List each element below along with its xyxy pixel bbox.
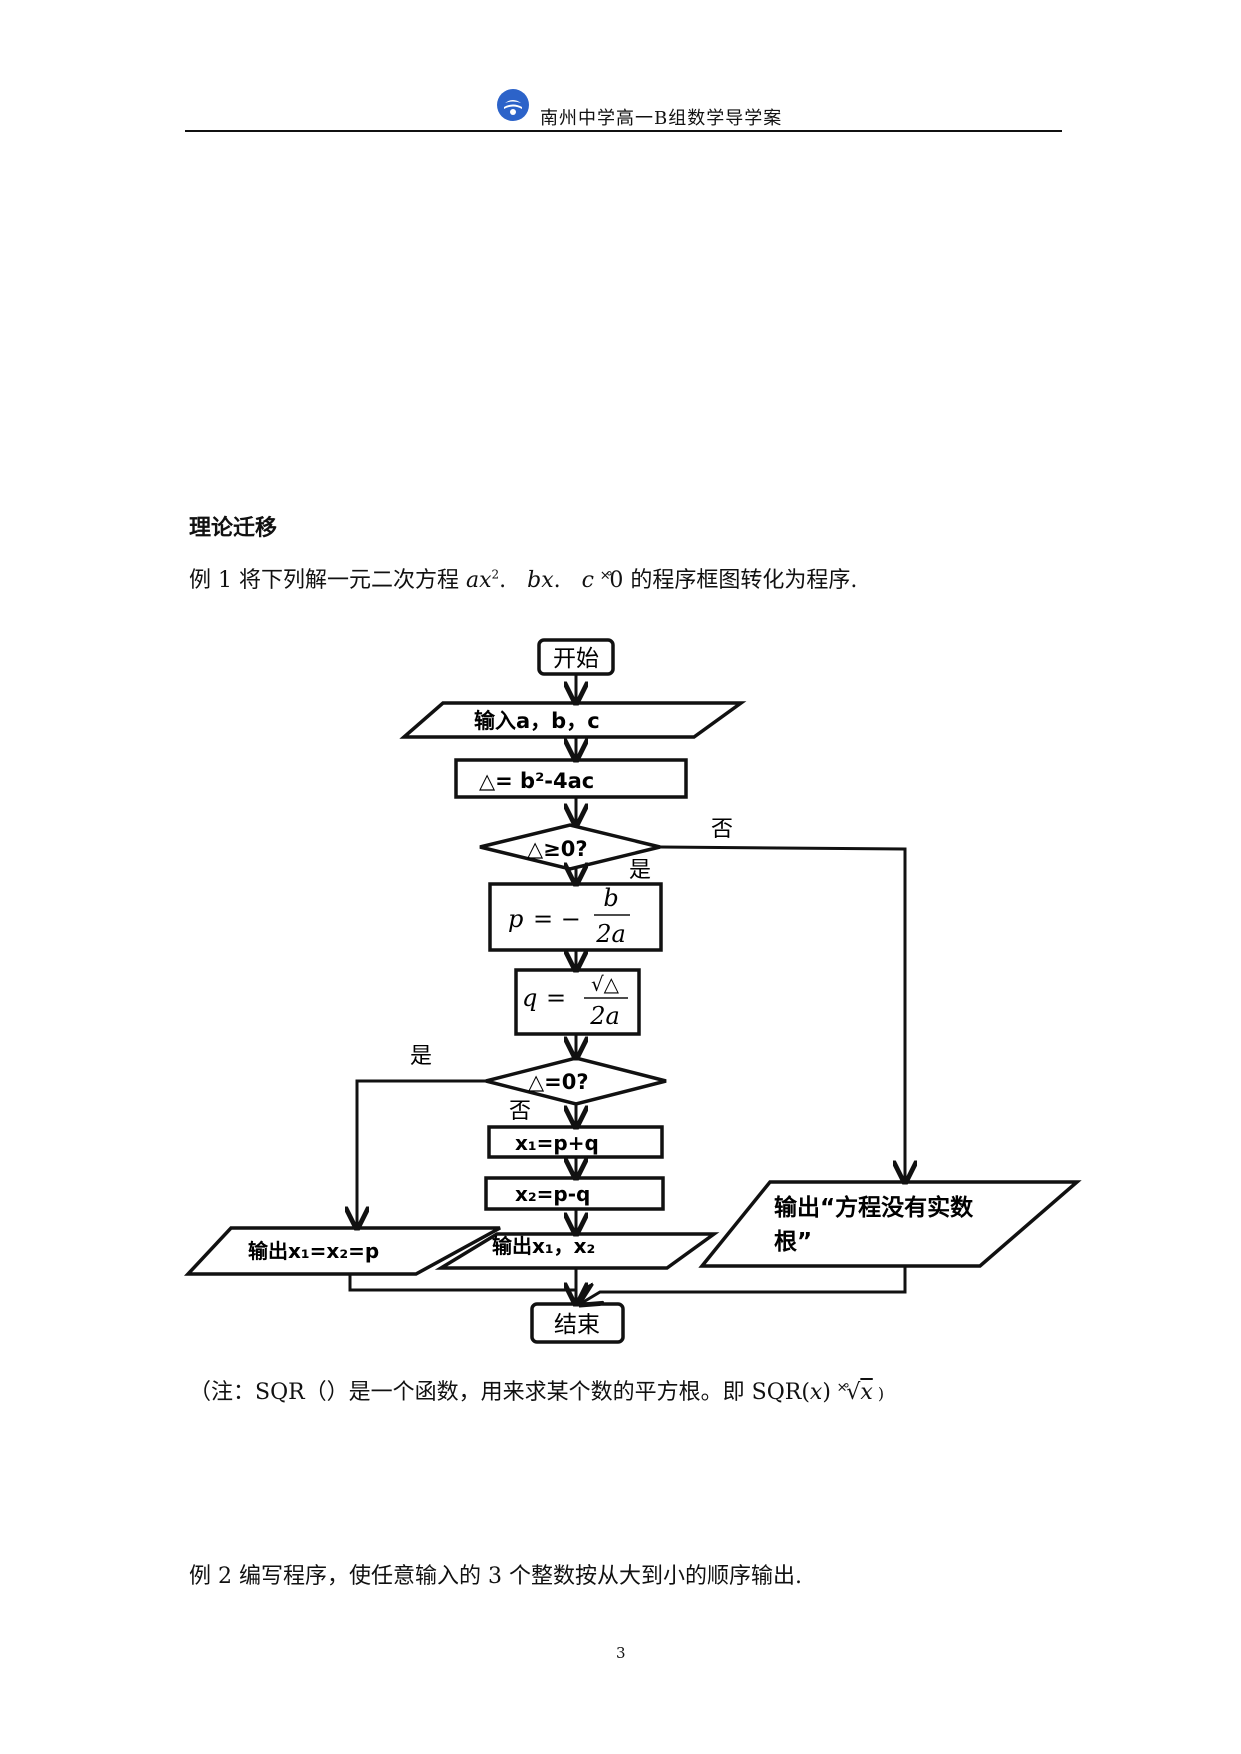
eq-bx: bx (527, 568, 554, 593)
x2-label: x₂=p-q (515, 1182, 590, 1206)
p-numerator: b (603, 884, 618, 912)
output-equal-roots (183, 1226, 501, 1276)
header-title: 南州中学高一B组数学导学案 (540, 108, 783, 129)
eq-zero: 0 (609, 568, 624, 593)
section-title: 理论迁移 (189, 515, 278, 541)
cond2-label: △=0? (528, 1070, 589, 1094)
output-two-roots (434, 1232, 720, 1270)
note-x: x (809, 1380, 823, 1405)
q-denominator: 2a (589, 1002, 620, 1030)
q-lhs: q (522, 984, 537, 1012)
q-eq: = (546, 984, 566, 1012)
note-close: ) (872, 1384, 885, 1403)
eq-c: c (581, 568, 594, 593)
yes-label-2: 是 (410, 1044, 432, 1069)
x1-label: x₁=p+q (515, 1131, 599, 1155)
p-lhs: p (508, 905, 523, 933)
page-number: 3 (616, 1644, 626, 1662)
arrow-equal-end (348, 1274, 576, 1304)
output-no-real-roots (698, 1180, 1082, 1268)
eq-ax: ax (465, 568, 492, 593)
input-box (399, 701, 747, 739)
cond1-label: △≥0? (527, 837, 588, 861)
delta-label: △= b²-4ac (479, 769, 594, 793)
decision-delta-eq-0 (485, 1056, 667, 1106)
yes-label-1: 是 (629, 858, 651, 883)
example-1-suffix: 的程序框图转化为程序. (623, 568, 858, 593)
p-eq: = − (533, 905, 581, 933)
sqrt-symbol: √ (846, 1380, 861, 1405)
eq-dot-2: . (553, 568, 561, 593)
header-divider (185, 130, 1062, 132)
note-x-2: x (860, 1380, 873, 1405)
end-label: 结束 (554, 1312, 600, 1338)
no-label-1: 否 (711, 817, 733, 842)
output-two-label: 输出x₁，x₂ (492, 1234, 595, 1258)
output-none-line2: 根” (774, 1229, 812, 1255)
output-equal-label: 输出x₁=x₂=p (248, 1239, 379, 1263)
arrow-yes-branch (357, 1079, 486, 1228)
output-none-line1: 输出“方程没有实数 (774, 1194, 974, 1221)
start-label: 开始 (553, 646, 599, 672)
eq-dot: . (499, 568, 507, 593)
example-2-text: 例 2 编写程序，使任意输入的 3 个整数按从大到小的顺序输出. (189, 1564, 802, 1589)
note-mid: ) ˟̊ (822, 1380, 847, 1405)
q-numerator: √△ (591, 972, 620, 996)
example-1-text: 例 1 将下列解一元二次方程 ax2. bx. c ˟̊0 的程序框图转化为程序… (189, 562, 857, 594)
no-label-2: 否 (509, 1099, 531, 1124)
arrow-no-branch (659, 845, 905, 1182)
note-text: （注：SQR（）是一个函数，用来求某个数的平方根。即 SQR( (189, 1380, 810, 1405)
eq-mid: ˟̊ (593, 568, 610, 593)
school-logo-icon (497, 89, 529, 121)
sqr-note: （注：SQR（）是一个函数，用来求某个数的平方根。即 SQR(x) ˟̊√x ) (189, 1374, 884, 1406)
input-label: 输入a，b，c (474, 709, 600, 733)
eq-exponent: 2 (491, 567, 500, 582)
arrow-none-end (580, 1266, 907, 1304)
example-1-prefix: 例 1 将下列解一元二次方程 (189, 568, 466, 593)
p-denominator: 2a (595, 920, 626, 948)
